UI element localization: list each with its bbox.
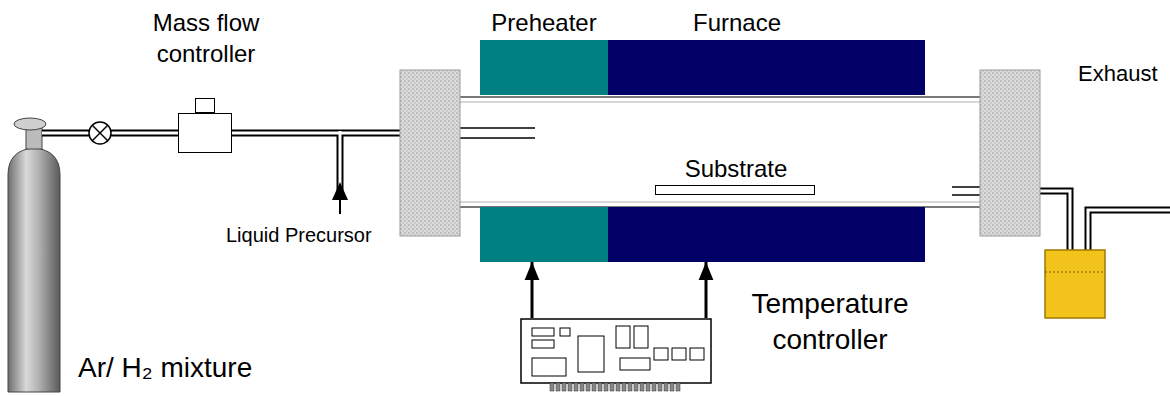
precursor-arrow <box>332 182 348 200</box>
node-heading: Furnace <box>647 7 827 38</box>
precursor-arrow-shaft <box>339 198 341 214</box>
end-cap <box>980 70 1040 236</box>
label-text: Ar/ H₂ mixture <box>78 350 252 386</box>
heater-block <box>480 40 608 95</box>
control-arrow <box>531 262 534 318</box>
heater-block <box>608 207 925 262</box>
part-label: Exhaust <box>1078 60 1158 89</box>
temperature-controller: Temperature controller <box>520 318 712 392</box>
node-heading: Substrate <box>636 153 836 184</box>
exhaust-bubbler <box>1045 250 1105 318</box>
valve <box>89 122 111 144</box>
node-heading: Preheater <box>480 7 608 38</box>
node-heading: Temperature controller <box>725 286 935 359</box>
label-text: Liquid Precursor <box>226 222 372 248</box>
gas-cylinder <box>8 118 60 392</box>
circuit-board <box>520 318 712 392</box>
heater-block <box>608 40 925 95</box>
node-label: Preheater <box>480 7 608 38</box>
label-text: Exhaust <box>1078 60 1158 89</box>
outlet-tube <box>952 187 980 195</box>
injection-tube <box>460 128 535 138</box>
part-label: Liquid Precursor <box>226 222 372 248</box>
heater-block <box>480 207 608 262</box>
reactor-tube <box>460 97 980 207</box>
mass-flow-controller: Mass flow controller <box>178 113 232 153</box>
end-cap <box>400 70 460 236</box>
node-heading: Mass flow controller <box>141 7 271 69</box>
node-label: Substrate <box>636 153 836 184</box>
control-arrow <box>705 262 708 318</box>
substrate: Substrate <box>655 185 815 195</box>
cylinder-neck <box>26 128 42 149</box>
part-label: Ar/ H₂ mixture <box>78 350 252 386</box>
node-label: Temperature controller <box>725 286 935 359</box>
preheater: Preheater <box>480 40 608 262</box>
node-label: Mass flow controller <box>141 7 271 69</box>
mfc-valve-head <box>195 98 215 113</box>
cylinder-handwheel <box>14 118 46 130</box>
node-label: Furnace <box>647 7 827 38</box>
furnace: SubstrateFurnace <box>608 40 925 262</box>
